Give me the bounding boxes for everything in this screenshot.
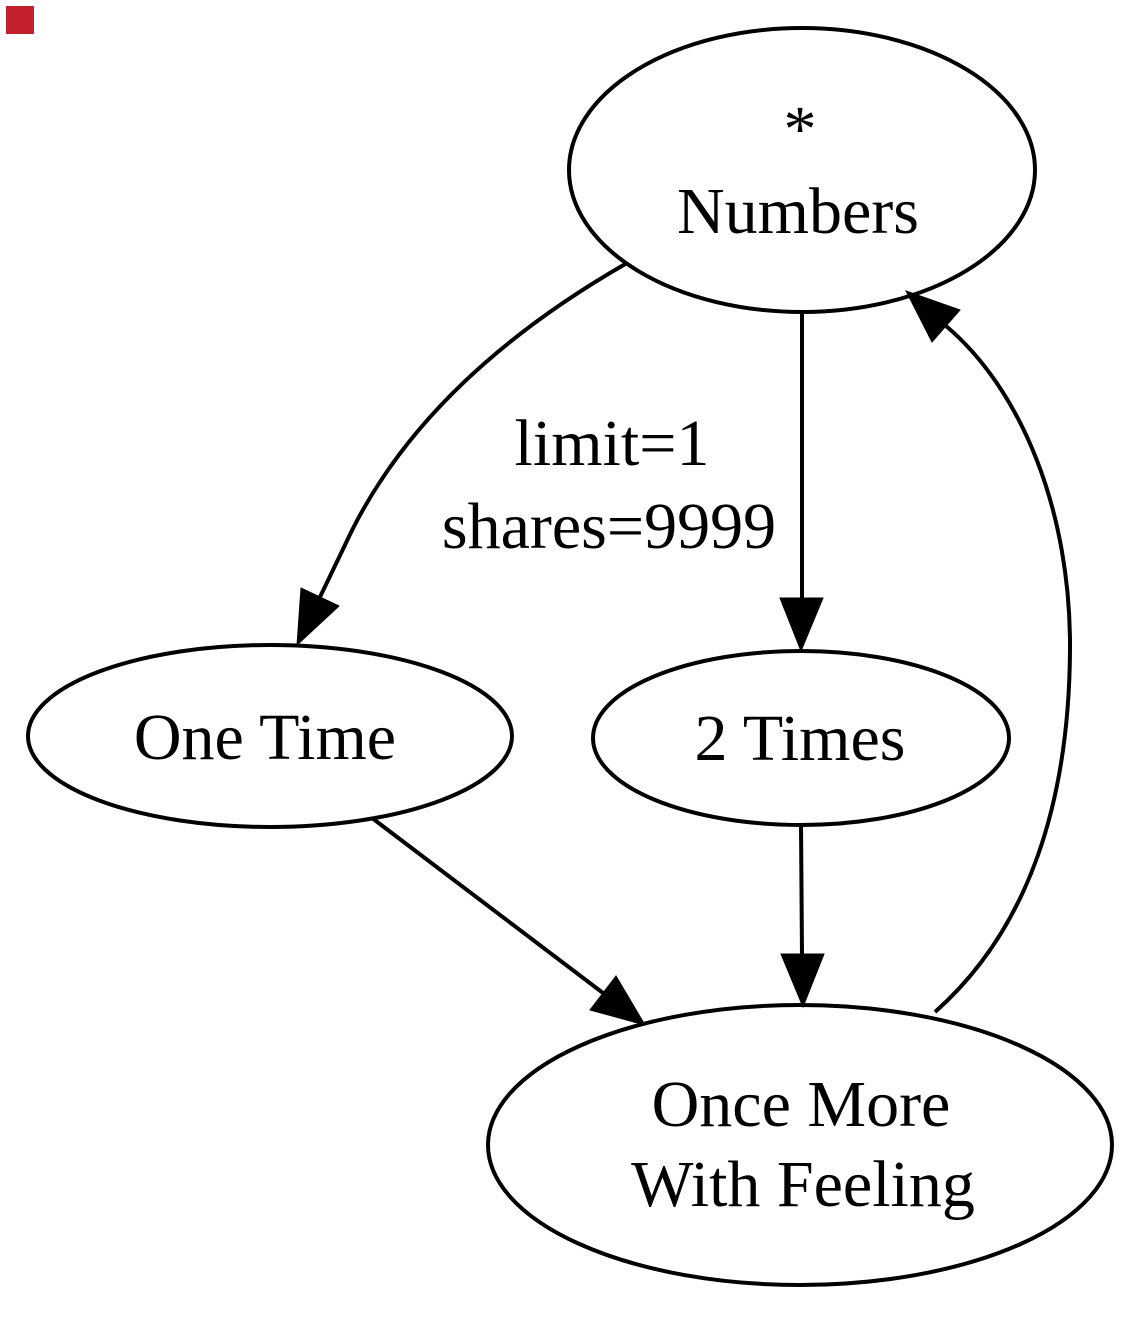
- edge-label-limit: limit=1: [515, 407, 710, 480]
- edge-one-time-to-once-more: [370, 816, 605, 995]
- edge-numbers-to-one-time: [318, 261, 628, 598]
- edge-two-times-to-once-more: [799, 824, 804, 955]
- node-label-one-time: One Time: [134, 701, 396, 774]
- arrowhead-into-two-times: [779, 597, 824, 653]
- node-label-once-more-line2: With Feeling: [631, 1148, 975, 1221]
- node-label-numbers-line1: *: [784, 93, 817, 166]
- node-label-once-more-line1: Once More: [652, 1068, 951, 1141]
- node-ellipse-one-time: [26, 643, 514, 829]
- node-label-numbers-line2: Numbers: [677, 175, 919, 248]
- node-label-two-times: 2 Times: [695, 702, 906, 775]
- edge-label-shares: shares=9999: [442, 490, 776, 563]
- node-ellipse-numbers: [567, 26, 1037, 314]
- arrowhead-into-once-more-center: [780, 953, 825, 1009]
- arrowhead-into-one-time: [296, 587, 340, 647]
- edge-once-more-to-numbers: [933, 324, 1073, 1014]
- node-ellipse-once-more-with-feeling: [486, 1003, 1114, 1287]
- red-marker-square: [6, 6, 34, 34]
- arrowhead-into-once-more-left: [589, 975, 647, 1026]
- arrowhead-into-numbers: [904, 290, 961, 343]
